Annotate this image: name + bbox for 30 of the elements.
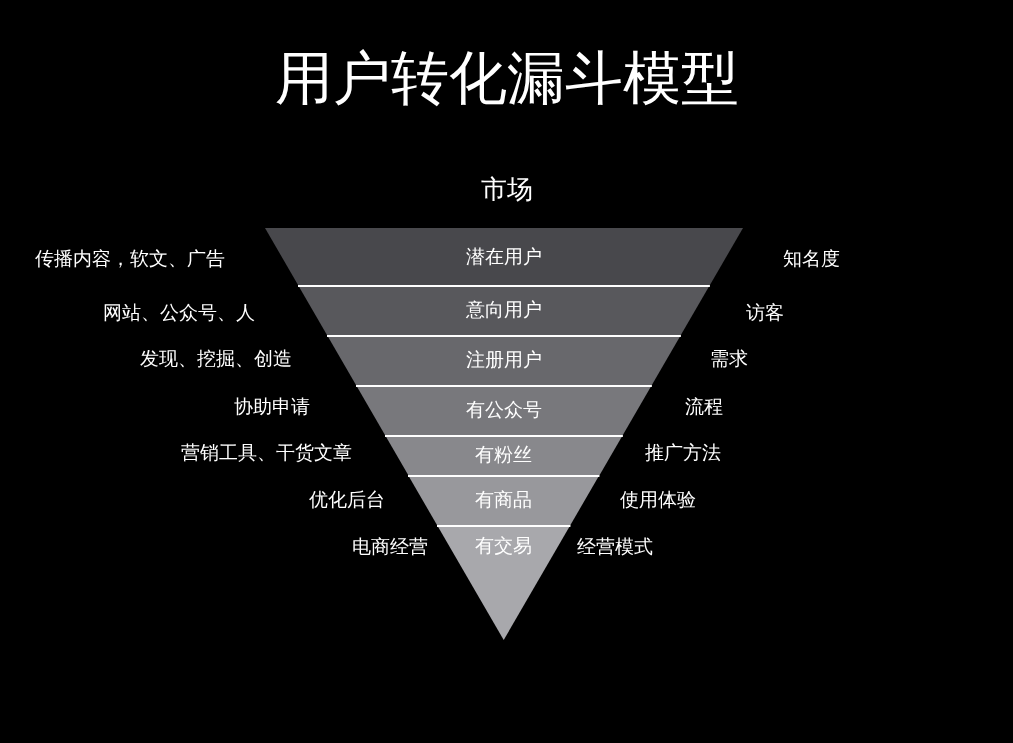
funnel-band [298,285,710,335]
side-note: 访客 [746,301,784,325]
band-label: 有商品 [474,488,534,512]
band-label: 有公众号 [465,398,543,422]
title: 用户转化漏斗模型 [273,44,740,112]
band-label: 潜在用户 [465,244,543,269]
side-note: 流程 [685,395,723,419]
side-note: 知名度 [783,247,840,271]
side-note: 使用体验 [620,488,696,512]
band-label: 有交易 [474,534,534,558]
funnel-band [265,228,743,285]
side-note: 网站、公众号、人 [103,301,255,325]
side-note: 发现、挖掘、创造 [140,347,292,371]
funnel-band [385,435,623,475]
side-note: 协助申请 [234,395,310,419]
band-label: 注册用户 [465,348,543,372]
band-label: 意向用户 [465,298,543,322]
side-note: 推广方法 [645,441,721,465]
funnel-heading: 市场 [479,173,534,206]
side-note: 经营模式 [577,535,653,559]
funnel-tip [437,525,571,640]
funnel-band [356,385,652,435]
band-label: 有粉丝 [474,443,534,467]
funnel-band [408,475,600,525]
side-note: 优化后台 [309,488,385,512]
side-note: 营销工具、干货文章 [181,441,352,465]
funnel-band [327,335,681,385]
side-note: 电商经营 [352,535,428,559]
side-note: 传播内容，软文、广告 [35,247,225,271]
side-note: 需求 [710,347,748,371]
